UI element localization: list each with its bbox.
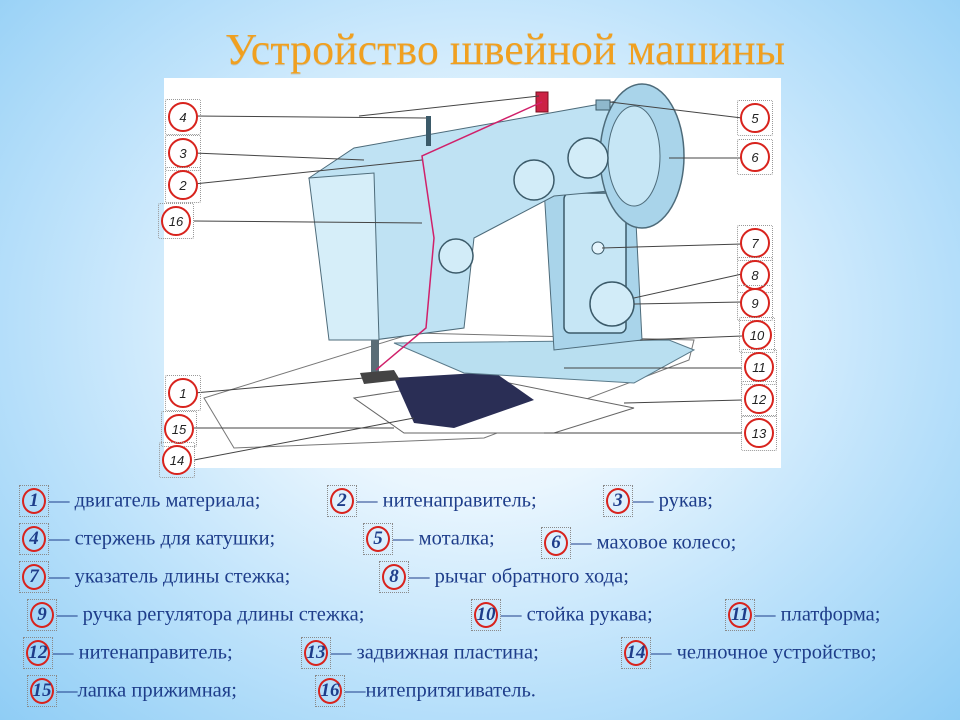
legend-item: 7— указатель длины стежка; — [19, 561, 291, 593]
leader-2 — [193, 159, 423, 185]
legend-number: 8 — [379, 561, 409, 593]
legend-number: 11 — [725, 599, 755, 631]
callout-15: 15 — [161, 411, 197, 447]
legend-number: 2 — [327, 485, 357, 517]
legend-item: 13— задвижная пластина; — [301, 637, 539, 669]
callout-3: 3 — [165, 135, 201, 171]
callout-11: 11 — [741, 349, 777, 385]
leader-5 — [609, 101, 743, 119]
leader-3 — [193, 152, 365, 161]
bobbin-winder — [595, 99, 611, 111]
legend-item: 11— платформа; — [725, 599, 881, 631]
callout-10: 10 — [739, 317, 775, 353]
sewing-machine-illustration — [193, 83, 743, 461]
legend-number: 3 — [603, 485, 633, 517]
sewing-machine-diagram: 4 3 2 16 1 15 14 5 6 7 8 9 10 11 12 13 — [158, 78, 781, 478]
legend-item: 3— рукав; — [603, 485, 713, 517]
needle-bar — [371, 340, 379, 374]
legend-item: 14— челночное устройство; — [621, 637, 877, 669]
leader-12 — [623, 399, 743, 404]
leader-4 — [193, 115, 427, 119]
spool-pin — [426, 116, 431, 146]
legend-number: 12 — [23, 637, 53, 669]
legend-text: — рукав; — [633, 489, 713, 512]
presser-foot — [360, 370, 400, 384]
legend-text: — стержень для катушки; — [49, 527, 276, 550]
legend-text: — двигатель материала; — [49, 489, 261, 512]
legend-item: 10— стойка рукава; — [471, 599, 653, 631]
leader-1 — [193, 377, 365, 394]
callout-6: 6 — [737, 139, 773, 175]
leader-4b — [358, 95, 540, 117]
legend-text: — указатель длины стежка; — [49, 565, 291, 588]
legend-number: 1 — [19, 485, 49, 517]
legend-item: 4— стержень для катушки; — [19, 523, 276, 555]
legend-item: 6— маховое колесо; — [541, 527, 737, 559]
legend-text: —нитепритягиватель. — [345, 679, 536, 702]
legend-number: 6 — [541, 527, 571, 559]
callout-5: 5 — [737, 100, 773, 136]
front-dial-right — [567, 137, 609, 179]
legend-text: — нитенаправитель; — [357, 489, 537, 512]
callout-1: 1 — [165, 375, 201, 411]
tension-knob — [438, 238, 474, 274]
handwheel-inner — [607, 105, 661, 207]
legend-number: 16 — [315, 675, 345, 707]
leader-10 — [639, 335, 743, 341]
legend-item: 8— рычаг обратного хода; — [379, 561, 629, 593]
legend-item: 15—лапка прижимная; — [27, 675, 237, 707]
leader-8 — [633, 273, 743, 299]
legend-number: 4 — [19, 523, 49, 555]
stitch-knob — [589, 281, 635, 327]
leader-9 — [633, 301, 743, 305]
legend-number: 7 — [19, 561, 49, 593]
leader-14 — [193, 417, 415, 461]
callout-4: 4 — [165, 99, 201, 135]
legend-text: — маховое колесо; — [571, 531, 737, 554]
leader-16 — [193, 220, 423, 224]
legend-text: — ручка регулятора длины стежка; — [57, 603, 365, 626]
thread-path — [375, 101, 543, 371]
leader-7 — [601, 243, 743, 249]
legend-text: —лапка прижимная; — [57, 679, 237, 702]
legend-number: 9 — [27, 599, 57, 631]
front-dial-left — [513, 159, 555, 201]
legend-text: — нитенаправитель; — [53, 641, 233, 664]
legend-text: — рычаг обратного хода; — [409, 565, 629, 588]
legend-number: 15 — [27, 675, 57, 707]
legend-text: — челночное устройство; — [651, 641, 877, 664]
page-title: Устройство швейной машины — [224, 25, 786, 74]
legend-item: 9— ручка регулятора длины стежка; — [27, 599, 365, 631]
legend-text: — платформа; — [755, 603, 881, 626]
legend-item: 2— нитенаправитель; — [327, 485, 537, 517]
legend-number: 13 — [301, 637, 331, 669]
legend-text: — моталка; — [393, 527, 495, 550]
callout-13: 13 — [741, 415, 777, 451]
callout-2: 2 — [165, 167, 201, 203]
arm-front — [308, 172, 380, 341]
legend-item: 5— моталка; — [363, 523, 495, 555]
legend-number: 10 — [471, 599, 501, 631]
legend-text: — стойка рукава; — [501, 603, 653, 626]
callout-16: 16 — [158, 203, 194, 239]
legend-item: 12— нитенаправитель; — [23, 637, 233, 669]
callout-12: 12 — [741, 381, 777, 417]
legend-text: — задвижная пластина; — [331, 641, 539, 664]
legend-item: 1— двигатель материала; — [19, 485, 261, 517]
legend-item: 16—нитепритягиватель. — [315, 675, 536, 707]
legend-number: 5 — [363, 523, 393, 555]
legend-number: 14 — [621, 637, 651, 669]
callout-7: 7 — [737, 225, 773, 261]
callout-9: 9 — [737, 285, 773, 321]
callout-14: 14 — [159, 442, 195, 478]
shuttle-plate-dark — [394, 372, 534, 428]
